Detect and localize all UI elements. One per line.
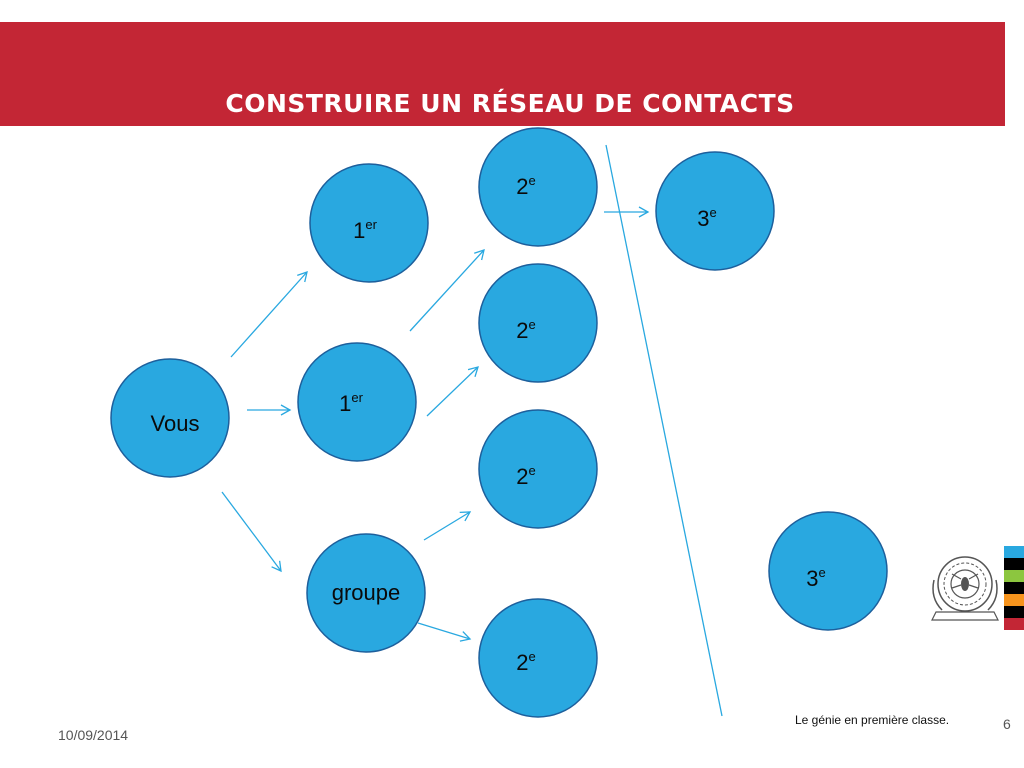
brand-color-stripes xyxy=(1004,546,1024,630)
node-text: groupe xyxy=(331,580,401,605)
node-label-second-b: 2e xyxy=(461,318,591,342)
arrow-vous-to-first_a xyxy=(230,271,308,358)
node-text: 3 xyxy=(697,206,710,231)
arrow-groupe-to-second_c xyxy=(423,511,472,541)
node-superscript: e xyxy=(528,317,536,332)
node-label-second-c: 2e xyxy=(461,464,591,488)
arrow-first_a-to-second_a xyxy=(409,249,485,332)
node-label-third-b: 3e xyxy=(751,566,881,590)
node-label-second-d: 2e xyxy=(461,650,591,674)
brand-stripe xyxy=(1004,570,1024,582)
node-label-first-b: 1er xyxy=(286,391,416,415)
arrow-vous-to-groupe xyxy=(221,491,282,573)
node-second-d xyxy=(478,598,598,718)
footer-date: 10/09/2014 xyxy=(58,727,129,743)
brand-stripe xyxy=(1004,606,1024,618)
node-text: 2 xyxy=(516,464,529,489)
page-number: 6 xyxy=(1003,716,1011,732)
node-label-first-a: 1er xyxy=(300,218,430,242)
brand-stripe xyxy=(1004,582,1024,594)
node-first-a xyxy=(309,163,429,283)
brand-stripe xyxy=(1004,558,1024,570)
node-superscript: e xyxy=(528,649,536,664)
node-text: 1 xyxy=(339,391,352,416)
node-label-second-a: 2e xyxy=(461,174,591,198)
node-vous xyxy=(110,358,230,478)
node-second-a xyxy=(478,127,598,247)
node-label-third-a: 3e xyxy=(642,206,772,230)
node-superscript: e xyxy=(528,463,536,478)
title-banner xyxy=(0,22,1005,126)
node-text: 1 xyxy=(353,218,366,243)
node-text: 2 xyxy=(516,650,529,675)
node-text: 3 xyxy=(806,566,819,591)
node-superscript: er xyxy=(351,390,363,405)
arrow-groupe-to-second_d xyxy=(417,622,472,642)
page-title: CONSTRUIRE UN RÉSEAU DE CONTACTS xyxy=(225,89,795,118)
node-label-groupe: groupe xyxy=(301,582,431,604)
node-second-c xyxy=(478,409,598,529)
arrow-first_b-to-second_b xyxy=(426,366,479,417)
node-superscript: e xyxy=(709,205,717,220)
node-superscript: e xyxy=(818,565,826,580)
polytechnique-seal-icon xyxy=(931,556,999,621)
node-first-b xyxy=(297,342,417,462)
brand-stripe xyxy=(1004,546,1024,558)
node-superscript: er xyxy=(365,217,377,232)
brand-stripe xyxy=(1004,618,1024,630)
node-text: Vous xyxy=(150,411,200,436)
brand-stripe xyxy=(1004,594,1024,606)
node-text: 2 xyxy=(516,174,529,199)
node-label-vous: Vous xyxy=(110,413,240,435)
node-groupe xyxy=(306,533,426,653)
degree-separator-line xyxy=(605,144,723,717)
node-third-a xyxy=(655,151,775,271)
node-third-b xyxy=(768,511,888,631)
node-second-b xyxy=(478,263,598,383)
node-superscript: e xyxy=(528,173,536,188)
node-text: 2 xyxy=(516,318,529,343)
footer-slogan: Le génie en première classe. xyxy=(795,713,950,727)
